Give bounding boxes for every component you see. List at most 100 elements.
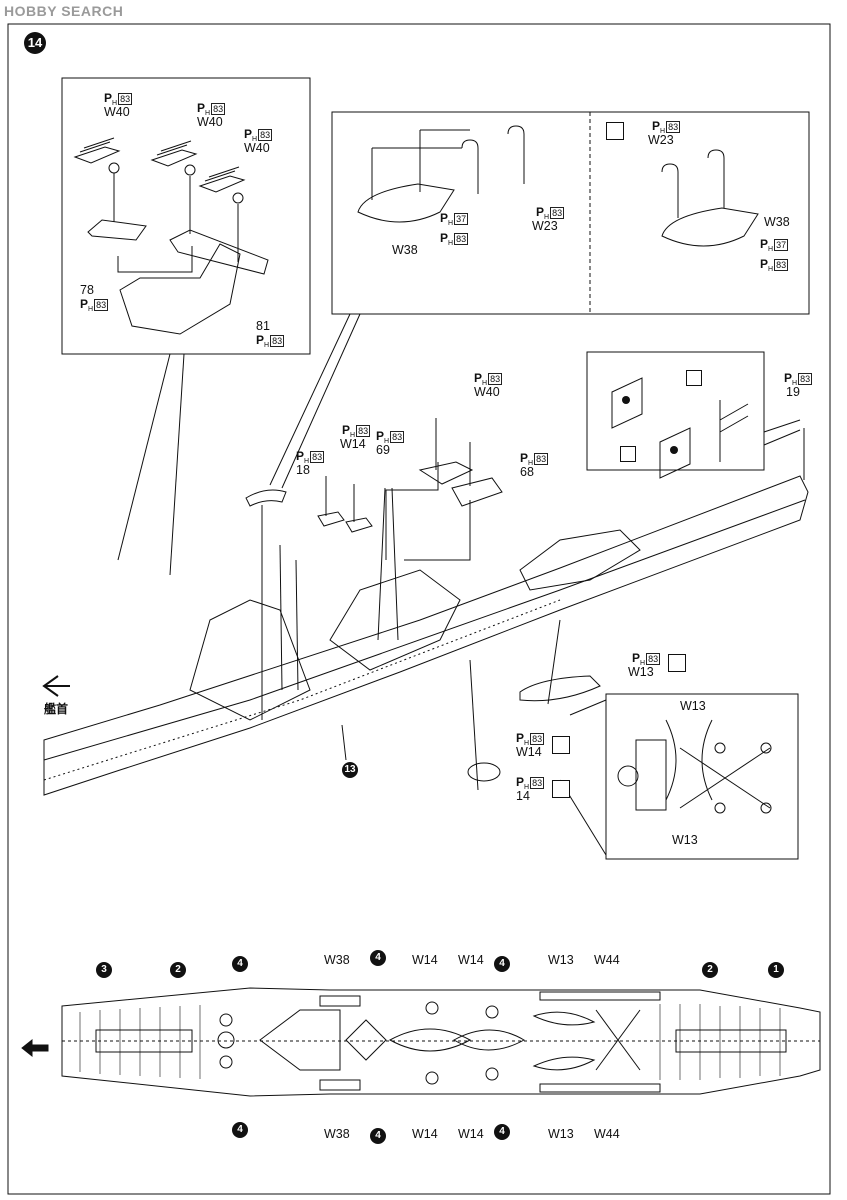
main-hull-shape [43, 475, 809, 796]
plan-turret-1-2 [675, 1029, 787, 1053]
part-label-14: 14 [516, 789, 530, 803]
plan-marker: 2 [170, 962, 186, 978]
part-label-w38: W38 [392, 243, 418, 257]
part-label-69: 69 [376, 443, 390, 457]
part-label-w13: W13 [628, 665, 654, 679]
bow-arrow-shape [42, 675, 70, 697]
plan-marker: 4 [370, 950, 386, 966]
plan-label-w13: W13 [548, 1127, 574, 1141]
part-label-78: 78 [80, 283, 94, 297]
part-label-18: 18 [296, 463, 310, 477]
part-label-w13: W13 [672, 833, 698, 847]
plan-label-w14: W14 [458, 1127, 484, 1141]
part-label-w40: W40 [197, 115, 223, 129]
boat-w13-shape [519, 675, 601, 702]
flip-reverse-icon [552, 736, 570, 754]
part-label-w40: W40 [244, 141, 270, 155]
plan-label-w14: W14 [412, 953, 438, 967]
part-14-shape [467, 762, 501, 782]
plan-label-w38: W38 [324, 1127, 350, 1141]
w13-detail-boats [665, 719, 713, 801]
detail-box-bridge [61, 77, 311, 355]
plan-label-w14: W14 [458, 953, 484, 967]
part-label-w40: W40 [474, 385, 500, 399]
part-78-shape [87, 219, 147, 241]
bridge-tower-shape [189, 599, 311, 721]
part-68-shape [451, 477, 503, 507]
step-number-badge: 14 [24, 32, 46, 54]
flip-reverse-icon [668, 654, 686, 672]
boat-w38-shape-2 [661, 207, 759, 247]
part-label-81: 81 [256, 319, 270, 333]
plan-marker: 4 [232, 1122, 248, 1138]
flag-shape-2 [659, 427, 691, 479]
bow-label: 艦首 [44, 702, 69, 716]
leader-line [117, 353, 171, 561]
plan-label-w38: W38 [324, 953, 350, 967]
plan-label-w14: W14 [412, 1127, 438, 1141]
plan-hull-shape [61, 987, 821, 1097]
plan-label-w44: W44 [594, 953, 620, 967]
part-label-w14: W14 [516, 745, 542, 759]
plan-marker: 4 [494, 1124, 510, 1140]
part-label-19: 19 [786, 385, 800, 399]
mid-superstructure-shape [329, 569, 461, 671]
davits-shape [461, 125, 525, 194]
part-label-w38: W38 [764, 215, 790, 229]
detail-box-w13 [605, 693, 799, 860]
decal-icon [620, 446, 636, 462]
plan-funnel-1 [388, 1028, 472, 1052]
plan-funnel-2 [452, 1029, 526, 1051]
part-label-w14: W14 [340, 437, 366, 451]
aft-turret-shape [519, 529, 641, 591]
plan-label-w44: W44 [594, 1127, 620, 1141]
plan-boats-w13 [532, 1011, 596, 1071]
part-69-shape [418, 461, 474, 485]
watermark: HOBBY SEARCH [4, 3, 124, 19]
plan-marker: 4 [370, 1128, 386, 1144]
flip-reverse-icon [552, 780, 570, 798]
decal-icon [686, 370, 702, 386]
page-frame [7, 23, 831, 1195]
flag-shape-1 [611, 377, 643, 429]
part-label-w40: W40 [104, 105, 130, 119]
boat-w38-shape [357, 183, 455, 223]
part-label-w13: W13 [680, 699, 706, 713]
plan-bow-arrow [21, 1038, 49, 1058]
detail-box-boats [331, 111, 810, 315]
part-label-w23: W23 [532, 219, 558, 233]
flag-sun-2 [670, 446, 678, 454]
part-81-shape [169, 229, 269, 275]
plan-marker: 3 [96, 962, 112, 978]
part-label-w23: W23 [648, 133, 674, 147]
bridge-block-shape [119, 243, 241, 335]
plan-marker: 1 [768, 962, 784, 978]
plan-marker: 4 [494, 956, 510, 972]
flag-sun-1 [622, 396, 630, 404]
plan-marker: 4 [232, 956, 248, 972]
detail-box-flag [586, 351, 765, 471]
sub-step-badge: 13 [342, 762, 358, 778]
plan-label-w13: W13 [548, 953, 574, 967]
part-label-68: 68 [520, 465, 534, 479]
